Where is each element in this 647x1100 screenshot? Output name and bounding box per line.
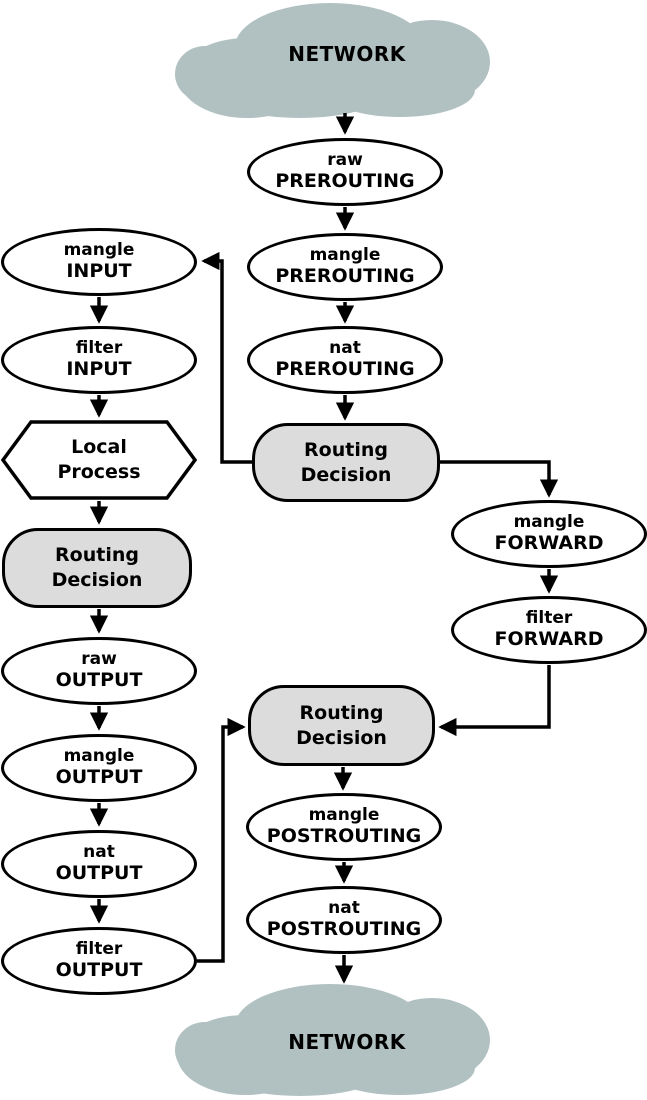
node-mangle-input: mangle INPUT <box>1 228 197 296</box>
node-raw-output: raw OUTPUT <box>1 637 197 705</box>
node-routing-decision-left: Routing Decision <box>2 528 192 608</box>
decision-label: Decision <box>300 463 392 486</box>
table-label: mangle <box>63 239 135 260</box>
network-label-top: NETWORK <box>288 42 406 66</box>
table-label: mangle <box>308 804 380 825</box>
node-mangle-prerouting: mangle PREROUTING <box>247 233 443 301</box>
node-raw-prerouting: raw PREROUTING <box>247 138 443 206</box>
table-label: nat <box>329 337 361 358</box>
table-label: mangle <box>309 244 381 265</box>
chain-label: OUTPUT <box>55 862 143 885</box>
chain-label: OUTPUT <box>55 669 143 692</box>
node-mangle-forward: mangle FORWARD <box>451 500 647 568</box>
node-nat-prerouting: nat PREROUTING <box>247 326 443 394</box>
node-routing-decision-center: Routing Decision <box>252 423 440 502</box>
node-nat-postrouting: nat POSTROUTING <box>246 886 442 954</box>
node-nat-output: nat OUTPUT <box>1 830 197 898</box>
chain-label: PREROUTING <box>275 170 415 193</box>
chain-label: OUTPUT <box>55 959 143 982</box>
arrow-filter-forward-to-routing-decision <box>438 665 551 737</box>
decision-label: Decision <box>296 726 387 749</box>
chain-label: POSTROUTING <box>266 918 422 941</box>
table-label: raw <box>327 149 363 170</box>
node-mangle-output: mangle OUTPUT <box>1 734 197 802</box>
decision-label: Routing <box>299 701 384 724</box>
chain-label: PREROUTING <box>275 358 415 381</box>
chain-label: OUTPUT <box>55 766 143 789</box>
node-filter-output: filter OUTPUT <box>1 927 197 995</box>
node-filter-input: filter INPUT <box>1 326 197 394</box>
hexagon-shape <box>1 420 197 500</box>
network-label-bottom: NETWORK <box>288 1030 406 1054</box>
table-label: filter <box>525 607 573 628</box>
arrow-routing-decision-to-mangle-forward <box>440 460 559 498</box>
node-filter-forward: filter FORWARD <box>451 596 647 664</box>
node-mangle-postrouting: mangle POSTROUTING <box>246 793 442 861</box>
decision-label: Decision <box>51 569 143 591</box>
process-label: Process <box>57 461 141 483</box>
chain-label: INPUT <box>66 358 132 381</box>
table-label: nat <box>328 897 360 918</box>
table-label: mangle <box>513 511 585 532</box>
table-label: raw <box>81 648 117 669</box>
decision-label: Routing <box>55 544 139 567</box>
chain-label: POSTROUTING <box>266 825 422 848</box>
chain-label: FORWARD <box>494 532 604 555</box>
node-routing-decision-bottom: Routing Decision <box>248 685 435 766</box>
decision-label: Routing <box>304 438 388 461</box>
chain-label: INPUT <box>66 260 132 283</box>
table-label: filter <box>75 337 123 358</box>
arrow-routing-decision-to-mangle-input <box>201 251 252 464</box>
process-label: Local <box>71 436 127 459</box>
chain-label: FORWARD <box>494 628 604 651</box>
arrow-filter-output-to-routing-decision <box>197 717 246 963</box>
chain-label: PREROUTING <box>275 265 415 288</box>
table-label: nat <box>83 841 115 862</box>
table-label: mangle <box>63 745 135 766</box>
table-label: filter <box>75 938 123 959</box>
node-local-process: Local Process <box>1 420 197 500</box>
